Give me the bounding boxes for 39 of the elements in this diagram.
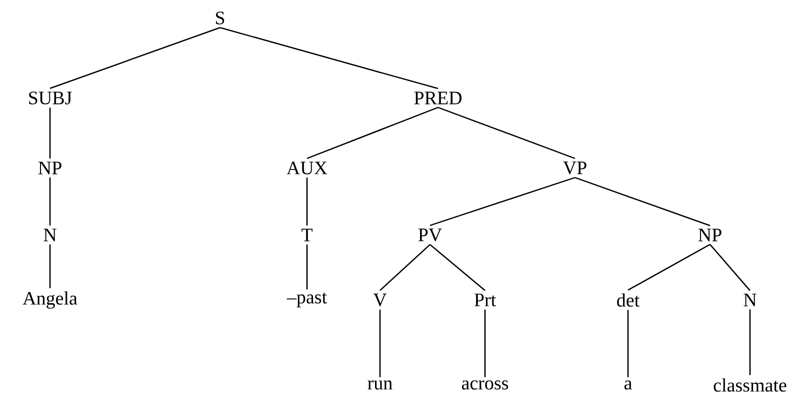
branch-line (50, 26, 220, 90)
branch-line (49, 244, 51, 288)
tree-label: across (462, 380, 508, 390)
branch-line (306, 106, 438, 160)
branch-line (430, 176, 576, 226)
branch-line (574, 176, 710, 226)
tree-label: PRED (414, 92, 462, 104)
tree-label: NP (698, 228, 722, 242)
branch-line (49, 177, 51, 226)
branch-line (220, 26, 438, 90)
branch-line (306, 178, 308, 226)
branch-line (749, 309, 751, 376)
tree-label: det (617, 293, 640, 307)
branch-line (627, 310, 629, 378)
tree-label: NP (38, 162, 62, 174)
branch-line (438, 106, 576, 160)
tree-label: N (44, 228, 56, 242)
tree-label: Prt (474, 294, 496, 306)
tree-label: run (368, 380, 392, 390)
tree-label: VP (563, 162, 586, 174)
branch-line (710, 244, 750, 291)
branch-line (49, 108, 51, 159)
tree-label: Angela (22, 291, 78, 309)
branch-line (430, 244, 486, 291)
branch-line (380, 244, 430, 291)
tree-label: –past (286, 292, 327, 308)
tree-label: V (373, 294, 387, 306)
branch-line (628, 244, 710, 291)
tree-label: N (744, 294, 756, 306)
tree-label: T (302, 228, 312, 242)
tree-label: S (216, 12, 224, 24)
tree-label: AUX (286, 162, 328, 174)
branch-line (484, 310, 486, 378)
tree-label: PV (418, 228, 442, 242)
tree-label: SUBJ (29, 92, 72, 104)
branch-line (306, 244, 308, 290)
tree-label: a (624, 380, 632, 390)
branch-line (379, 310, 381, 378)
tree-label: classmate (714, 378, 786, 392)
